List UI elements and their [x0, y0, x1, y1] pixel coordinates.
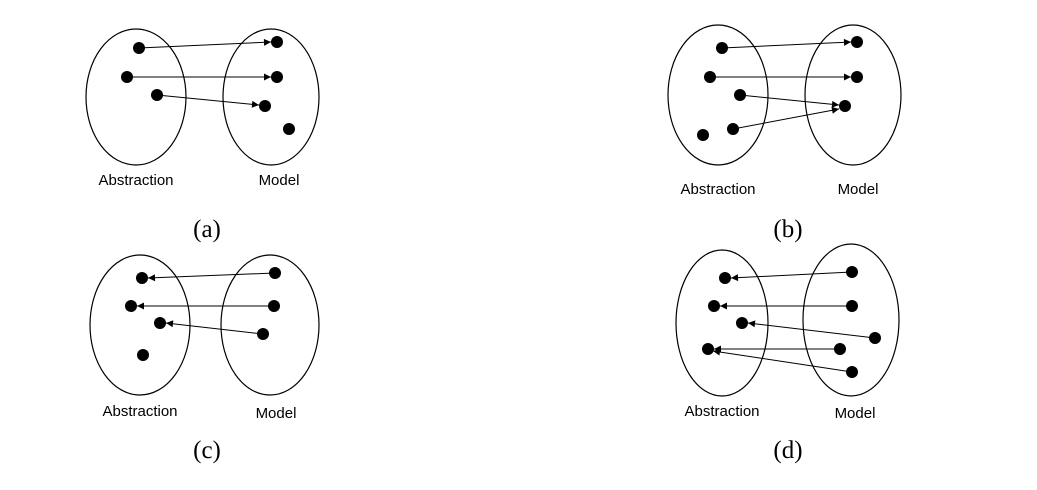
- panel-caption: (a): [193, 216, 221, 243]
- model-element: [283, 123, 295, 135]
- abstraction-element: [137, 349, 149, 361]
- model-set: [802, 243, 900, 397]
- model-element: [259, 100, 271, 112]
- abstraction-element: [708, 300, 720, 312]
- model-element: [271, 71, 283, 83]
- model-label: Model: [259, 172, 300, 189]
- panel-a: Abstraction Model (a): [85, 28, 320, 243]
- panel-b: Abstraction Model (b): [667, 24, 902, 243]
- mapping-arrow: [739, 94, 840, 108]
- abstraction-set: [85, 28, 187, 166]
- model-element: [851, 36, 863, 48]
- model-label: Model: [256, 405, 297, 422]
- abstraction-label: Abstraction: [102, 403, 177, 420]
- abstraction-set: [89, 254, 191, 396]
- panel-caption: (d): [773, 437, 802, 464]
- abstraction-element: [154, 317, 166, 329]
- abstraction-label: Abstraction: [680, 181, 755, 198]
- model-element: [839, 100, 851, 112]
- mapping-arrow: [721, 38, 852, 49]
- abstraction-label: Abstraction: [98, 172, 173, 189]
- model-set: [222, 28, 320, 166]
- model-set: [220, 254, 320, 396]
- model-element: [851, 71, 863, 83]
- abstraction-element: [736, 317, 748, 329]
- abstraction-element: [125, 300, 137, 312]
- panel-d: Abstraction Model (d): [675, 243, 900, 464]
- mapping-arrow: [730, 271, 853, 282]
- mapping-arrow: [156, 94, 260, 108]
- mapping-arrow: [747, 320, 876, 339]
- panel-caption: (c): [193, 437, 221, 464]
- model-set: [804, 24, 902, 166]
- model-element: [271, 36, 283, 48]
- mapping-arrow: [732, 106, 840, 130]
- abstraction-element: [136, 272, 148, 284]
- abstraction-label: Abstraction: [684, 403, 759, 420]
- abstraction-element: [702, 343, 714, 355]
- abstraction-element: [719, 272, 731, 284]
- panel-c: Abstraction Model (c): [89, 254, 320, 464]
- panel-caption: (b): [773, 216, 802, 243]
- abstraction-set: [675, 249, 769, 397]
- abstraction-element: [697, 129, 709, 141]
- abstraction-set: [667, 24, 769, 166]
- model-label: Model: [838, 181, 879, 198]
- mapping-arrow: [147, 272, 276, 282]
- mapping-arrow: [165, 320, 264, 335]
- model-label: Model: [835, 405, 876, 422]
- mapping-arrow: [712, 348, 853, 373]
- mapping-arrow: [138, 38, 272, 49]
